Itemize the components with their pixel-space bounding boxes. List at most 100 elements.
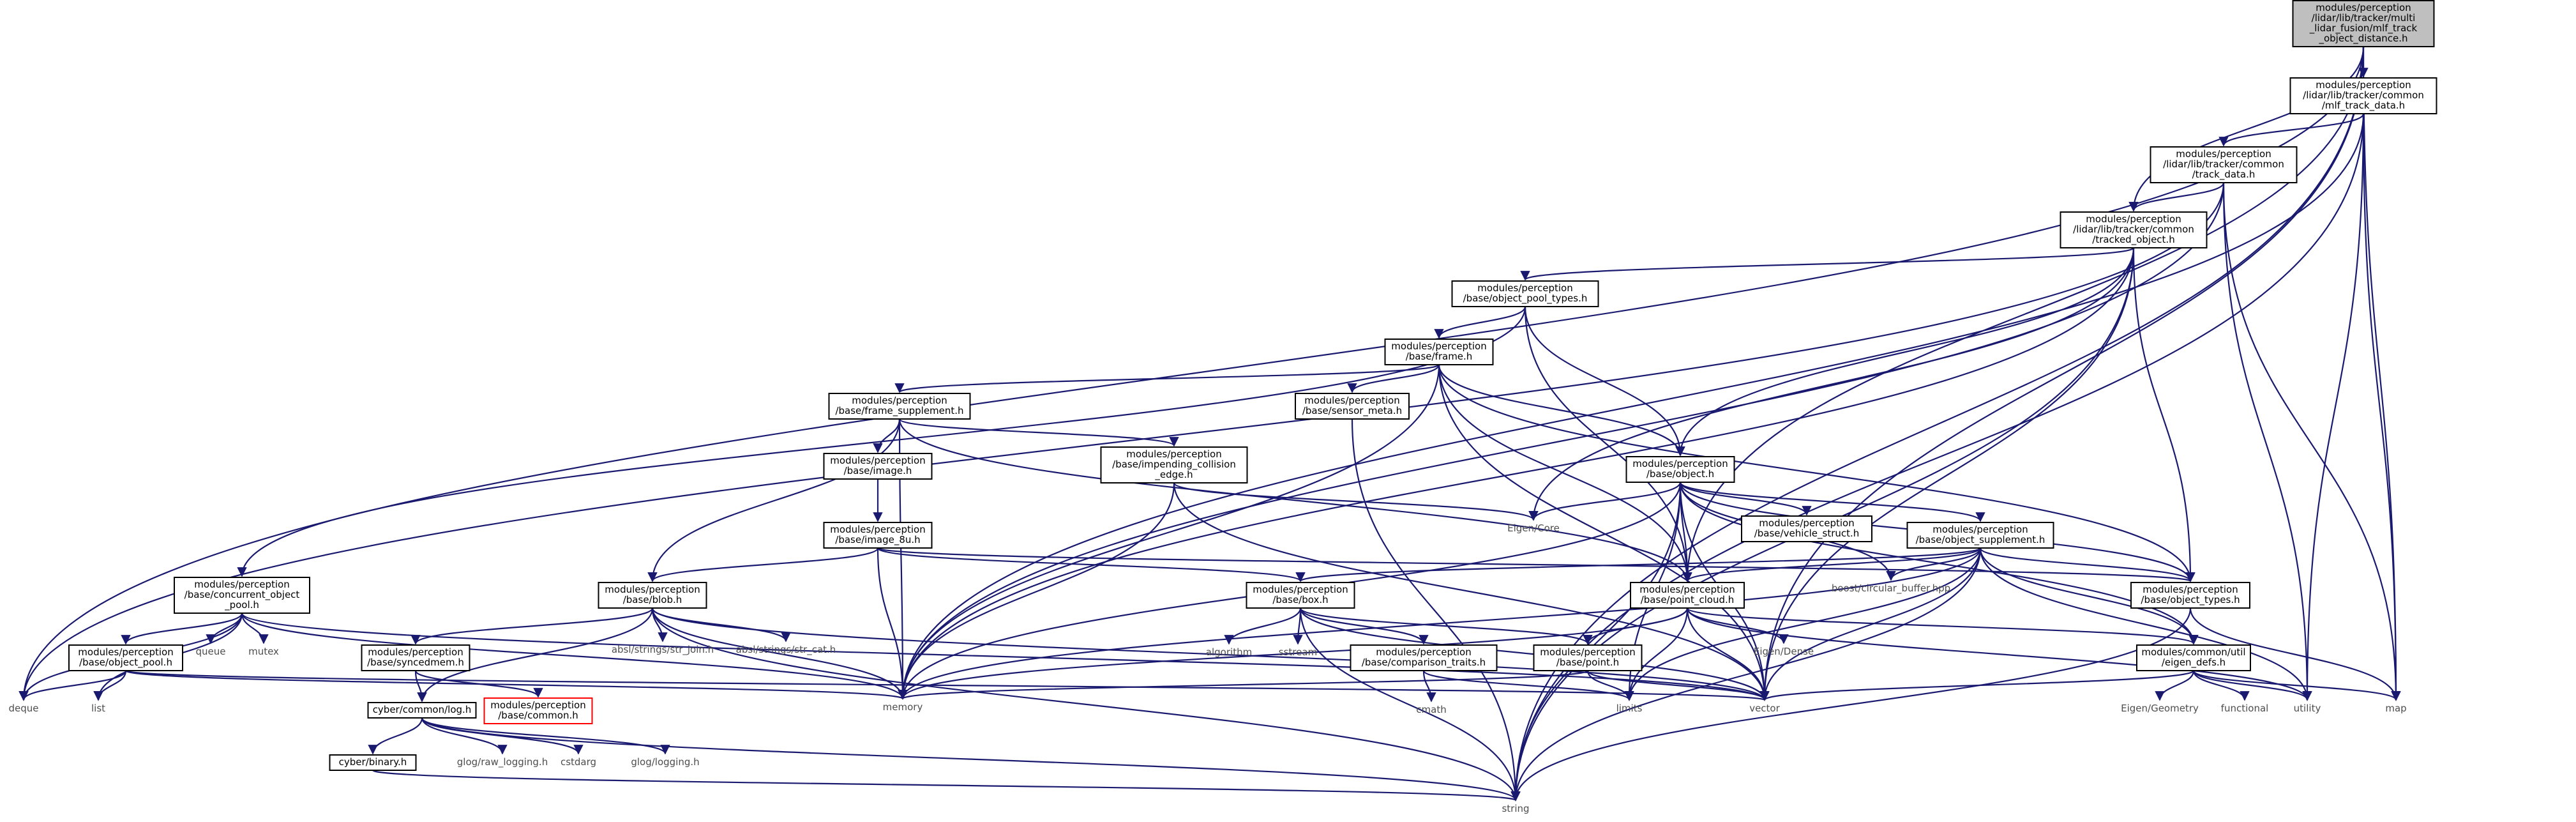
node-frame[interactable]: modules/perception/base/frame.h — [1384, 339, 1494, 365]
node-cyber-log[interactable]: cyber/common/log.h — [367, 702, 477, 719]
edge-impending_collision-to-memory — [898, 482, 1175, 700]
node-syncedmem[interactable]: modules/perception/base/syncedmem.h — [361, 644, 471, 671]
node-sensor-meta[interactable]: modules/perception/base/sensor_meta.h — [1295, 393, 1410, 420]
node-cmath: cmath — [1416, 704, 1446, 715]
node-label: /eigen_defs.h — [2162, 657, 2226, 669]
node-box — [2136, 644, 2251, 671]
edge-concurrent_object_pool-to-memory — [241, 613, 908, 700]
edge-comparison_traits-to-cmath — [1422, 670, 1436, 703]
node-image[interactable]: modules/perception/base/image.h — [823, 453, 933, 480]
node-label: absl/strings/str_join.h — [612, 644, 714, 656]
node-label: /base/sensor_meta.h — [1302, 405, 1402, 417]
node-label: modules/perception — [1639, 584, 1735, 595]
edge-object_supplement-to-box — [1295, 547, 1982, 582]
node-point-cloud[interactable]: modules/perception/base/point_cloud.h — [1630, 582, 1745, 609]
node-box[interactable]: modules/perception/base/box.h — [1246, 582, 1355, 609]
edge-eigen_defs-to-map — [2192, 670, 2401, 701]
node-utility: utility — [2294, 703, 2321, 714]
node-vehicle-struct[interactable]: modules/perception/base/vehicle_struct.h — [1741, 515, 1872, 542]
node-label: _lidar_fusion/mlf_track — [2309, 22, 2418, 34]
node-image-8u[interactable]: modules/perception/base/image_8u.h — [823, 522, 933, 549]
node-label: modules/perception — [368, 646, 463, 658]
edge-impending_collision-to-eigen_core — [1173, 482, 1539, 521]
node-tracked-object[interactable]: modules/perception/lidar/lib/tracker/com… — [2060, 211, 2208, 248]
node-label: glog/logging.h — [631, 756, 699, 768]
node-blob[interactable]: modules/perception/base/blob.h — [598, 582, 707, 609]
node-concurrent-object-pool[interactable]: modules/perception/base/concurrent_objec… — [174, 577, 310, 614]
edge-object_pool-to-list — [93, 670, 127, 701]
node-memory: memory — [883, 701, 923, 713]
edge-concurrent_object_pool-to-vector — [241, 613, 1770, 701]
edge-object_supplement-to-eigen_defs — [1979, 547, 2199, 645]
edge-object_pool_types-to-frame — [1434, 306, 1526, 339]
node-label: /base/frame_supplement.h — [835, 405, 963, 417]
node-object-supplement[interactable]: modules/perception/base/object_supplemen… — [1906, 522, 2054, 549]
node-label: /base/frame.h — [1406, 351, 1473, 362]
edge-track_data-to-map — [2222, 182, 2401, 701]
node-label: /base/box.h — [1272, 594, 1328, 605]
node-impending-collision[interactable]: modules/perception/base/impending_collis… — [1100, 446, 1248, 483]
node-frame-supplement[interactable]: modules/perception/base/frame_supplement… — [828, 393, 971, 420]
node-common-h[interactable]: modules/perception/base/common.h — [483, 697, 593, 724]
node-label: memory — [883, 701, 923, 713]
node-object-pool[interactable]: modules/perception/base/object_pool.h — [68, 644, 183, 671]
node-object-types[interactable]: modules/perception/base/object_types.h — [2130, 582, 2250, 609]
node-cyber-binary[interactable]: cyber/binary.h — [329, 754, 417, 771]
node-point[interactable]: modules/perception/base/point.h — [1533, 644, 1643, 671]
edge-object_supplement-to-boost_circular — [1886, 547, 1982, 581]
node-box — [828, 393, 971, 420]
node-box — [68, 644, 183, 671]
edge-box-to-comparison_traits — [1299, 607, 1429, 645]
edge-object_types-to-map — [2189, 607, 2401, 701]
node-label: /lidar/lib/tracker/common — [2303, 89, 2424, 101]
edge-mlf_track_data-to-utility — [2302, 113, 2365, 701]
edge-frame-to-object — [1438, 364, 1685, 457]
node-label: /base/comparison_traits.h — [1362, 657, 1486, 669]
node-track-data[interactable]: modules/perception/lidar/lib/tracker/com… — [2150, 146, 2298, 183]
node-object-pool-types[interactable]: modules/perception/base/object_pool_type… — [1451, 280, 1599, 307]
node-label: /base/image_8u.h — [835, 534, 920, 546]
edge-eigen_defs-to-utility — [2192, 670, 2312, 701]
edge-blob-to-vector — [651, 607, 1770, 701]
edge-object_supplement-to-utility — [1979, 547, 2312, 701]
node-queue: queue — [196, 646, 226, 657]
node-label: /lidar/lib/tracker/common — [2163, 158, 2284, 170]
node-absl-join: absl/strings/str_join.h — [612, 644, 714, 656]
node-mlf-track-data[interactable]: modules/perception/lidar/lib/tracker/com… — [2289, 77, 2437, 114]
node-object[interactable]: modules/perception/base/object.h — [1625, 456, 1735, 483]
edge-root-to-tracked_object — [2128, 46, 2365, 212]
edge-image_8u-to-object_types — [877, 547, 2195, 582]
edge-tracked_object-to-eigen_core — [1528, 247, 2135, 521]
node-comparison-traits[interactable]: modules/perception/base/comparison_trait… — [1350, 644, 1498, 671]
node-root[interactable]: modules/perception/lidar/lib/tracker/mul… — [2292, 0, 2435, 47]
node-label: Eigen/Dense — [1754, 646, 1814, 657]
edge-blob-to-cyber_log — [417, 607, 654, 703]
node-label: modules/perception — [1126, 448, 1221, 460]
node-label: /base/syncedmem.h — [367, 657, 464, 668]
node-string: string — [1502, 803, 1529, 814]
edge-eigen_defs-to-vector — [1759, 669, 2195, 701]
edge-point_cloud-to-utility — [1686, 607, 2312, 701]
edge-eigen_defs-to-functional — [2192, 670, 2250, 701]
node-label: limits — [1616, 703, 1643, 714]
edge-track_data-to-tracked_object — [2128, 182, 2225, 212]
node-box — [598, 582, 707, 609]
node-eigen-defs[interactable]: modules/common/util/eigen_defs.h — [2136, 644, 2251, 671]
edge-box-to-vector — [1299, 607, 1770, 701]
node-label: boost/circular_buffer.hpp — [1832, 582, 1950, 595]
edge-object_supplement-to-object_types — [1979, 547, 2196, 582]
node-box — [2292, 0, 2435, 47]
edge-point-to-limits — [1586, 670, 1634, 701]
node-functional: functional — [2221, 703, 2269, 714]
node-label: modules/perception — [852, 395, 947, 406]
edge-cyber_log-to-glog_raw — [421, 717, 508, 755]
edge-syncedmem-to-common_h — [414, 670, 543, 698]
edge-tracked_object-to-object_pool_types — [1520, 247, 2135, 281]
node-label: modules/perception — [1477, 282, 1572, 294]
node-box — [1625, 456, 1735, 483]
edge-blob-to-absl_cat — [651, 607, 791, 643]
node-label: vector — [1749, 703, 1780, 714]
node-label: /base/image.h — [844, 465, 912, 476]
node-box — [483, 697, 593, 724]
